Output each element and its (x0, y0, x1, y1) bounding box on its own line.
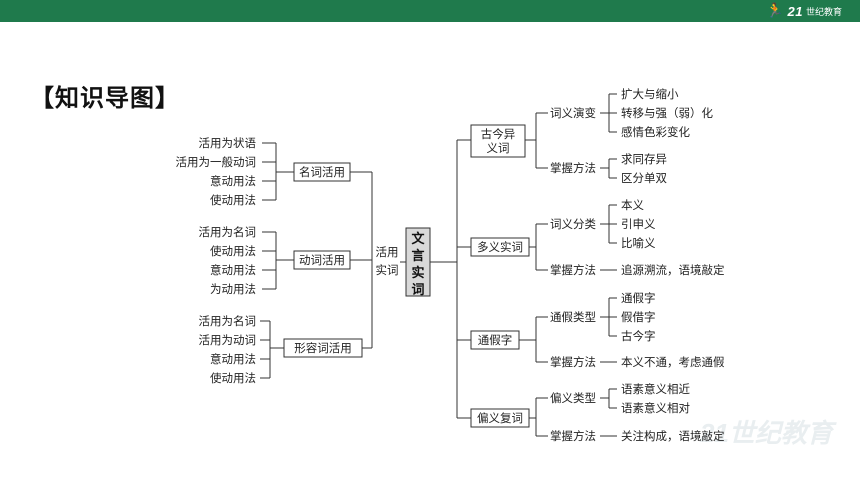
category-label: 多义实词 (477, 240, 523, 254)
category-label: 义词 (487, 141, 510, 155)
leaf-item: 意动用法 (210, 263, 256, 277)
category-label: 名词活用 (299, 165, 345, 179)
category-label: 通假字 (478, 333, 513, 347)
branch-label: 掌握方法 (550, 355, 596, 369)
root-char: 实 (411, 265, 424, 281)
branch-label: 词义演变 (550, 106, 596, 120)
watermark-logo: 21世纪教育 (699, 418, 837, 448)
leaf-item: 本义 (621, 198, 644, 212)
leaf-item: 使动用法 (210, 244, 256, 258)
leaf-item: 通假字 (621, 291, 656, 305)
leaf-item: 引申义 (621, 217, 656, 231)
root-node (405, 227, 431, 297)
branch-label: 偏义类型 (550, 391, 596, 405)
site-logo[interactable]: 🏃 21 世纪教育 (766, 2, 842, 20)
branch-label: 掌握方法 (550, 429, 596, 443)
root-char: 文 (411, 231, 425, 247)
category-label: 偏义复词 (477, 411, 523, 425)
leaf-item: 区分单双 (621, 171, 667, 185)
branch-label: 词义分类 (550, 217, 596, 231)
leaf-item: 求同存异 (621, 152, 667, 166)
root-char: 言 (411, 248, 424, 264)
category-label: 形容词活用 (294, 341, 352, 355)
leaf-item: 语素意义相近 (621, 382, 690, 396)
leaf-item: 活用为一般动词 (176, 155, 257, 169)
logo-number: 21 (787, 3, 803, 19)
connector-label: 活用 (376, 245, 399, 259)
branch-label: 掌握方法 (550, 161, 596, 175)
leaf-item: 使动用法 (210, 371, 256, 385)
leaf-item: 本义不通，考虑通假 (621, 355, 725, 369)
header-bar: 🏃 21 世纪教育 (0, 0, 860, 22)
leaf-item: 古今字 (621, 329, 656, 343)
leaf-item: 活用为状语 (199, 136, 257, 150)
page-title: 【知识导图】 (30, 84, 180, 112)
category-label: 古今异 (481, 127, 516, 141)
branch-label: 掌握方法 (550, 263, 596, 277)
leaf-item: 活用为动词 (199, 333, 257, 347)
leaf-item: 意动用法 (210, 174, 256, 188)
connector-label: 实词 (376, 263, 399, 277)
runner-icon: 🏃 (766, 3, 784, 19)
leaf-item: 使动用法 (210, 193, 256, 207)
leaf-item: 活用为名词 (199, 314, 257, 328)
leaf-item: 追源溯流，语境敲定 (621, 263, 725, 277)
leaf-item: 转移与强（弱）化 (621, 106, 713, 120)
leaf-item: 活用为名词 (199, 225, 257, 239)
leaf-item: 为动用法 (210, 282, 256, 296)
category-ancient-modern-words (470, 124, 526, 158)
category-label: 动词活用 (299, 253, 345, 267)
branch-label: 通假类型 (550, 310, 596, 324)
leaf-item: 比喻义 (621, 236, 656, 250)
leaf-item: 意动用法 (210, 352, 256, 366)
root-char: 词 (411, 283, 424, 298)
leaf-item: 语素意义相对 (621, 401, 690, 415)
leaf-item: 假借字 (621, 310, 656, 324)
leaf-item: 扩大与缩小 (621, 87, 679, 101)
leaf-item: 关注构成，语境敲定 (621, 429, 725, 443)
leaf-item: 感情色彩变化 (621, 125, 690, 139)
logo-text: 世纪教育 (805, 7, 842, 18)
